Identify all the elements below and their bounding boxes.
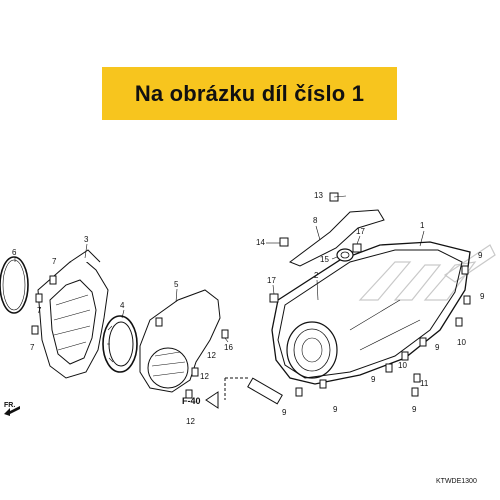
callout-9a: 9 [478, 251, 483, 260]
callout-9c: 9 [435, 343, 440, 352]
part-3-duct-cover [37, 249, 109, 379]
callout-6: 6 [12, 248, 17, 257]
callout-7c: 7 [30, 343, 35, 352]
callout-4: 4 [120, 301, 125, 310]
reference-f40: F-40 [182, 396, 201, 406]
part-6-ring [0, 256, 29, 314]
callout-17b: 17 [356, 227, 365, 236]
callout-14: 14 [256, 238, 265, 247]
part-2-gasket [277, 249, 463, 379]
callout-7b: 7 [37, 306, 42, 315]
callout-12c: 12 [186, 417, 195, 426]
banner-text: Na obrázku díl číslo 1 [134, 80, 365, 106]
f40-component [205, 377, 283, 409]
callout-16: 16 [224, 343, 233, 352]
callout-9b: 9 [480, 292, 485, 301]
callout-9f: 9 [333, 405, 338, 414]
leader-lines [14, 195, 425, 343]
part-banner: Na obrázku díl číslo 1 [102, 67, 397, 120]
callout-1: 1 [420, 221, 425, 230]
callout-17a: 17 [267, 276, 276, 285]
callout-2: 2 [314, 271, 319, 280]
front-arrow-icon [4, 406, 20, 416]
part-15-seal [336, 248, 354, 262]
callout-9d: 9 [412, 405, 417, 414]
callout-13: 13 [314, 191, 323, 200]
part-5-inner-cover [139, 289, 221, 393]
callout-9e: 9 [371, 375, 376, 384]
diagram-code: KTWDE1300 [436, 478, 477, 485]
callout-9g: 9 [282, 408, 287, 417]
callout-3: 3 [84, 235, 89, 244]
front-direction-label: FR. [4, 402, 16, 409]
callout-10b: 10 [398, 361, 407, 370]
callout-12a: 12 [207, 351, 216, 360]
honda-watermark [358, 244, 496, 301]
bolts [31, 265, 471, 399]
part-4-filter-ring [102, 315, 138, 373]
callout-5: 5 [174, 280, 179, 289]
callout-15: 15 [320, 255, 329, 264]
callout-10a: 10 [457, 338, 466, 347]
part-8-bracket [288, 209, 385, 267]
callout-12b: 12 [200, 372, 209, 381]
callout-11: 11 [420, 379, 429, 388]
callout-7a: 7 [52, 257, 57, 266]
callout-8: 8 [313, 216, 318, 225]
